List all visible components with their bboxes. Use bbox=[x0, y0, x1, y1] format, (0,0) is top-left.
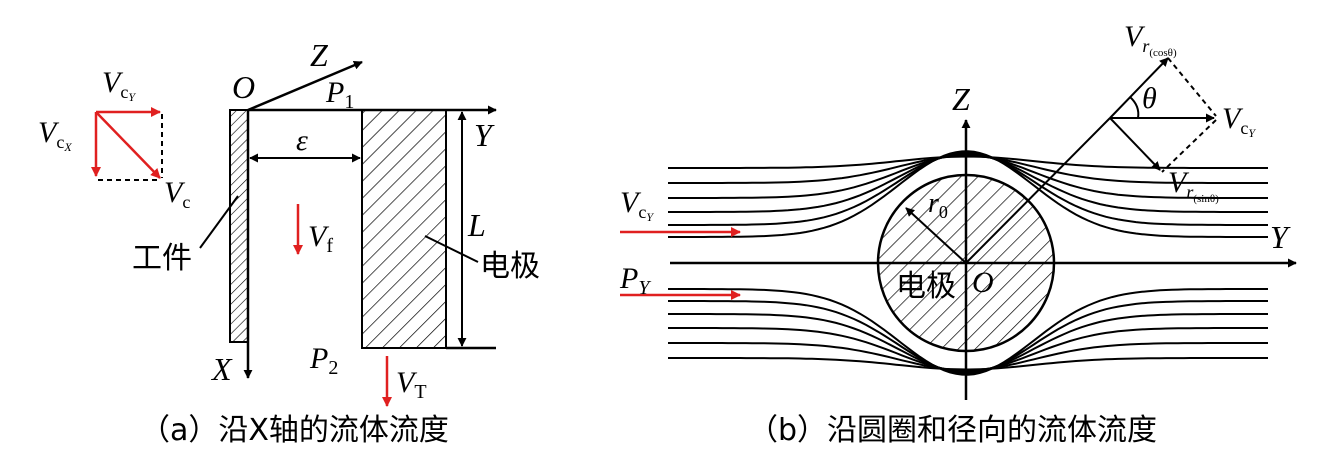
label-p2: P2 bbox=[309, 342, 338, 379]
label-x-a: X bbox=[210, 351, 233, 387]
label-z-a: Z bbox=[310, 37, 329, 73]
label-electrode-a: 电极 bbox=[480, 249, 540, 284]
label-workpiece: 工件 bbox=[132, 241, 192, 276]
vc-arrow bbox=[95, 111, 161, 179]
label-y-a: Y bbox=[474, 117, 495, 153]
label-vcy-b: VcY bbox=[620, 186, 654, 224]
label-gap: ε bbox=[296, 124, 308, 157]
vr-sin-arrow bbox=[1109, 117, 1161, 171]
label-origin-a: O bbox=[232, 69, 255, 105]
caption-b: （b）沿圆圈和径向的流体流度 bbox=[748, 413, 1157, 448]
label-vcx: VcX bbox=[38, 116, 72, 154]
dashed-cos bbox=[1167, 57, 1217, 117]
label-vc: Vc bbox=[164, 176, 190, 212]
workpiece-strip bbox=[229, 109, 249, 343]
label-py: PY bbox=[619, 262, 651, 299]
dashed-sin bbox=[1161, 119, 1217, 173]
label-y-b: Y bbox=[1270, 219, 1291, 255]
radial-line bbox=[965, 117, 1111, 264]
streamline bbox=[668, 300, 1268, 375]
label-z-b: Z bbox=[952, 81, 971, 117]
label-vt: VT bbox=[396, 366, 427, 403]
label-electrode-b: 电极 bbox=[896, 269, 956, 304]
velocity-triangle: VcY VcX Vc bbox=[38, 66, 190, 212]
workpiece-leader bbox=[199, 195, 239, 249]
streamline bbox=[668, 152, 1268, 213]
streamline bbox=[668, 150, 1268, 238]
label-vcy2: VcY bbox=[1222, 102, 1256, 140]
panel-b: Z Y O 电极 r0 VcY PY Vr(cosθ) θ VcY Vr(sin… bbox=[619, 20, 1297, 448]
label-length: L bbox=[467, 207, 486, 243]
label-radius: r0 bbox=[928, 188, 948, 222]
caption-a: （a）沿X轴的流体流度 bbox=[140, 413, 449, 448]
label-vr-sin: Vr(sinθ) bbox=[1168, 166, 1219, 205]
label-p1: P1 bbox=[325, 76, 354, 113]
radius-arrow bbox=[905, 207, 967, 264]
label-origin-b: O bbox=[972, 266, 994, 299]
panel-a: VcY VcX Vc O Z Y X P1 P2 ε L bbox=[38, 37, 540, 448]
vr-cos-arrow bbox=[1109, 57, 1169, 119]
label-vcy: VcY bbox=[102, 66, 136, 104]
streamline bbox=[668, 313, 1268, 374]
streamline bbox=[668, 154, 1268, 199]
electrode-leader bbox=[424, 235, 479, 263]
electrode-block bbox=[361, 109, 447, 349]
theta-arc bbox=[1129, 96, 1140, 119]
label-vf: Vf bbox=[308, 220, 333, 257]
label-theta: θ bbox=[1142, 82, 1157, 115]
streamline bbox=[668, 357, 1268, 371]
axis-z bbox=[247, 60, 363, 112]
streamline bbox=[668, 151, 1268, 226]
label-vr-cos: Vr(cosθ) bbox=[1124, 20, 1177, 59]
streamlines bbox=[668, 150, 1268, 376]
streamline bbox=[668, 288, 1268, 376]
